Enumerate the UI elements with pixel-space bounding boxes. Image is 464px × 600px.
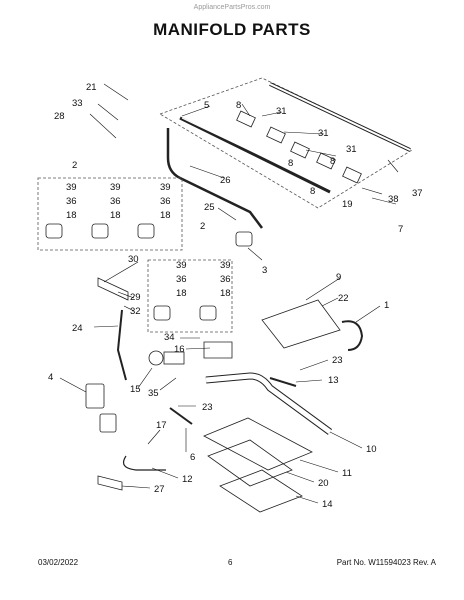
callout-20: 20 [318,478,329,489]
callout-30: 30 [128,254,139,265]
callout-39: 39 [66,182,77,193]
callout-18: 18 [176,288,187,299]
callout-9: 9 [336,272,341,283]
callout-25: 25 [204,202,215,213]
callout-18: 18 [160,210,171,221]
callout-39: 39 [220,260,231,271]
page-title: MANIFOLD PARTS [153,20,311,39]
callout-18: 18 [220,288,231,299]
callout-33: 33 [72,98,83,109]
callout-10: 10 [366,444,377,455]
callout-27: 27 [154,484,165,495]
callout-36: 36 [176,274,187,285]
callout-32: 32 [130,306,141,317]
callout-31: 31 [346,144,357,155]
callout-8: 8 [288,158,293,169]
callout-38: 38 [388,194,399,205]
footer-date: 03/02/2022 [38,558,79,567]
watermark: AppliancePartsPros.com [193,4,271,11]
callout-18: 18 [110,210,121,221]
callout-14: 14 [322,499,333,510]
callout-8: 8 [310,186,315,197]
callout-23: 23 [202,402,213,413]
callout-31: 31 [318,128,329,139]
callout-36: 36 [220,274,231,285]
callout-37: 37 [412,188,423,199]
callout-36: 36 [110,196,121,207]
callout-19: 19 [342,199,353,210]
callout-36: 36 [160,196,171,207]
callout-18: 18 [66,210,77,221]
callout-21: 21 [86,82,97,93]
callout-23: 23 [332,355,343,366]
callout-39: 39 [176,260,187,271]
callout-15: 15 [130,384,141,395]
callout-12: 12 [182,474,193,485]
callout-5: 5 [204,100,209,111]
footer-page-number: 6 [228,558,233,567]
callout-8: 8 [330,156,335,167]
callout-26: 26 [220,175,231,186]
callout-7: 7 [398,224,403,235]
callout-13: 13 [328,375,339,386]
footer-part-number: Part No. W11594023 Rev. A [336,558,436,567]
callout-4: 4 [48,372,53,383]
callout-16: 16 [174,344,185,355]
callout-28: 28 [54,111,65,122]
callout-3: 3 [262,265,267,276]
callout-36: 36 [66,196,77,207]
callout-6: 6 [190,452,195,463]
callout-22: 22 [338,293,349,304]
callout-8: 8 [236,100,241,111]
callout-35: 35 [148,388,159,399]
callout-17: 17 [156,420,167,431]
callout-39: 39 [110,182,121,193]
callout-31: 31 [276,106,287,117]
callout-11: 11 [342,468,352,479]
callout-24: 24 [72,323,83,334]
callout-29: 29 [130,292,141,303]
callout-2: 2 [72,160,77,171]
callout-1: 1 [384,300,389,311]
callout-2: 2 [200,221,205,232]
callout-39: 39 [160,182,171,193]
callout-34: 34 [164,332,175,343]
